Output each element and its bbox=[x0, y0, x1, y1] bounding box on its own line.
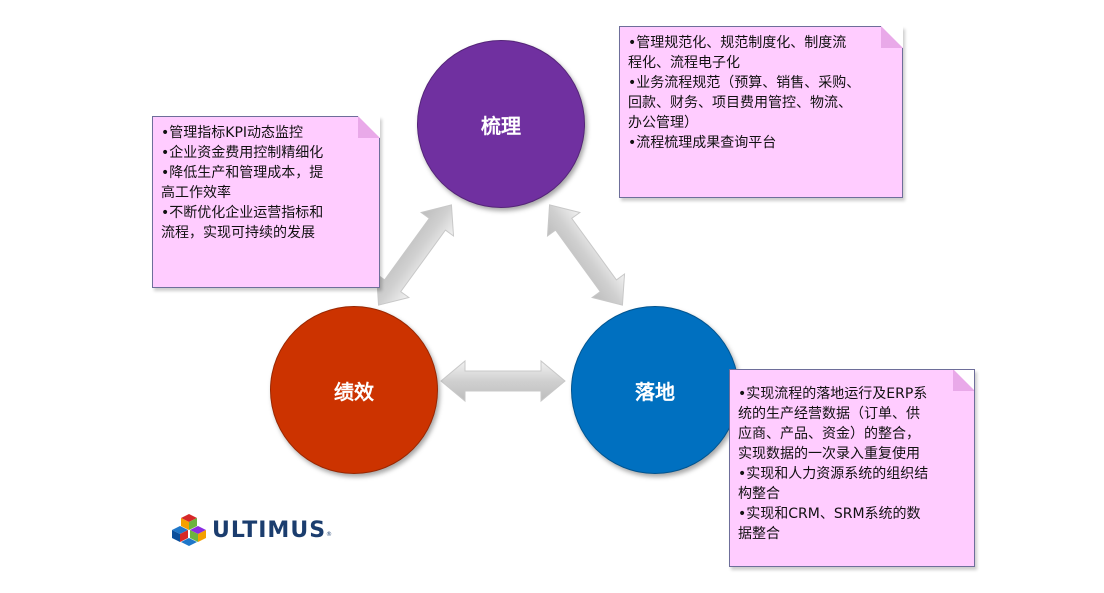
node-luodi-label: 落地 bbox=[635, 379, 675, 404]
ultimus-logo: ULTIMUS ® bbox=[172, 512, 332, 548]
note-jixiao: •管理指标KPI动态监控 •企业资金费用控制精细化 •降低生产和管理成本，提 高… bbox=[152, 116, 380, 288]
cube-cluster-icon bbox=[172, 514, 206, 546]
note-fold-corner bbox=[953, 370, 974, 391]
arrow-shuli-luodi bbox=[546, 204, 626, 306]
node-jixiao: 绩效 bbox=[270, 306, 438, 474]
note-luodi: •实现流程的落地运行及ERP系 统的生产经营数据（订单、供 应商、产品、资金）的… bbox=[729, 369, 975, 567]
note-item: •实现和CRM、SRM系统的数 据整合 bbox=[738, 506, 921, 542]
node-luodi: 落地 bbox=[571, 306, 739, 474]
arrow-shuli-jixiao bbox=[375, 204, 455, 306]
note-item: •业务流程规范（预算、销售、采购、 回款、财务、项目费用管控、物流、 办公管理） bbox=[628, 75, 861, 131]
note-item: •流程梳理成果查询平台 bbox=[628, 135, 777, 151]
note-item: •实现流程的落地运行及ERP系 统的生产经营数据（订单、供 应商、产品、资金）的… bbox=[738, 386, 928, 462]
node-jixiao-label: 绩效 bbox=[334, 379, 374, 404]
note-item: •实现和人力资源系统的组织结 构整合 bbox=[738, 466, 929, 502]
note-item: •不断优化企业运营指标和 流程，实现可持续的发展 bbox=[161, 205, 324, 241]
logo-registered-mark: ® bbox=[326, 531, 333, 538]
note-item: •管理规范化、规范制度化、制度流 程化、流程电子化 bbox=[628, 35, 847, 71]
node-shuli-label: 梳理 bbox=[481, 113, 521, 138]
node-shuli: 梳理 bbox=[417, 40, 585, 208]
note-fold-corner bbox=[358, 116, 380, 138]
note-item: •企业资金费用控制精细化 bbox=[161, 145, 324, 161]
note-item: •管理指标KPI动态监控 bbox=[161, 125, 304, 141]
arrow-jixiao-luodi bbox=[440, 359, 566, 403]
logo-wordmark: ULTIMUS bbox=[212, 517, 327, 543]
note-item: •降低生产和管理成本，提 高工作效率 bbox=[161, 165, 324, 201]
note-fold-corner bbox=[881, 26, 903, 48]
note-shuli: •管理规范化、规范制度化、制度流 程化、流程电子化 •业务流程规范（预算、销售、… bbox=[619, 26, 903, 198]
